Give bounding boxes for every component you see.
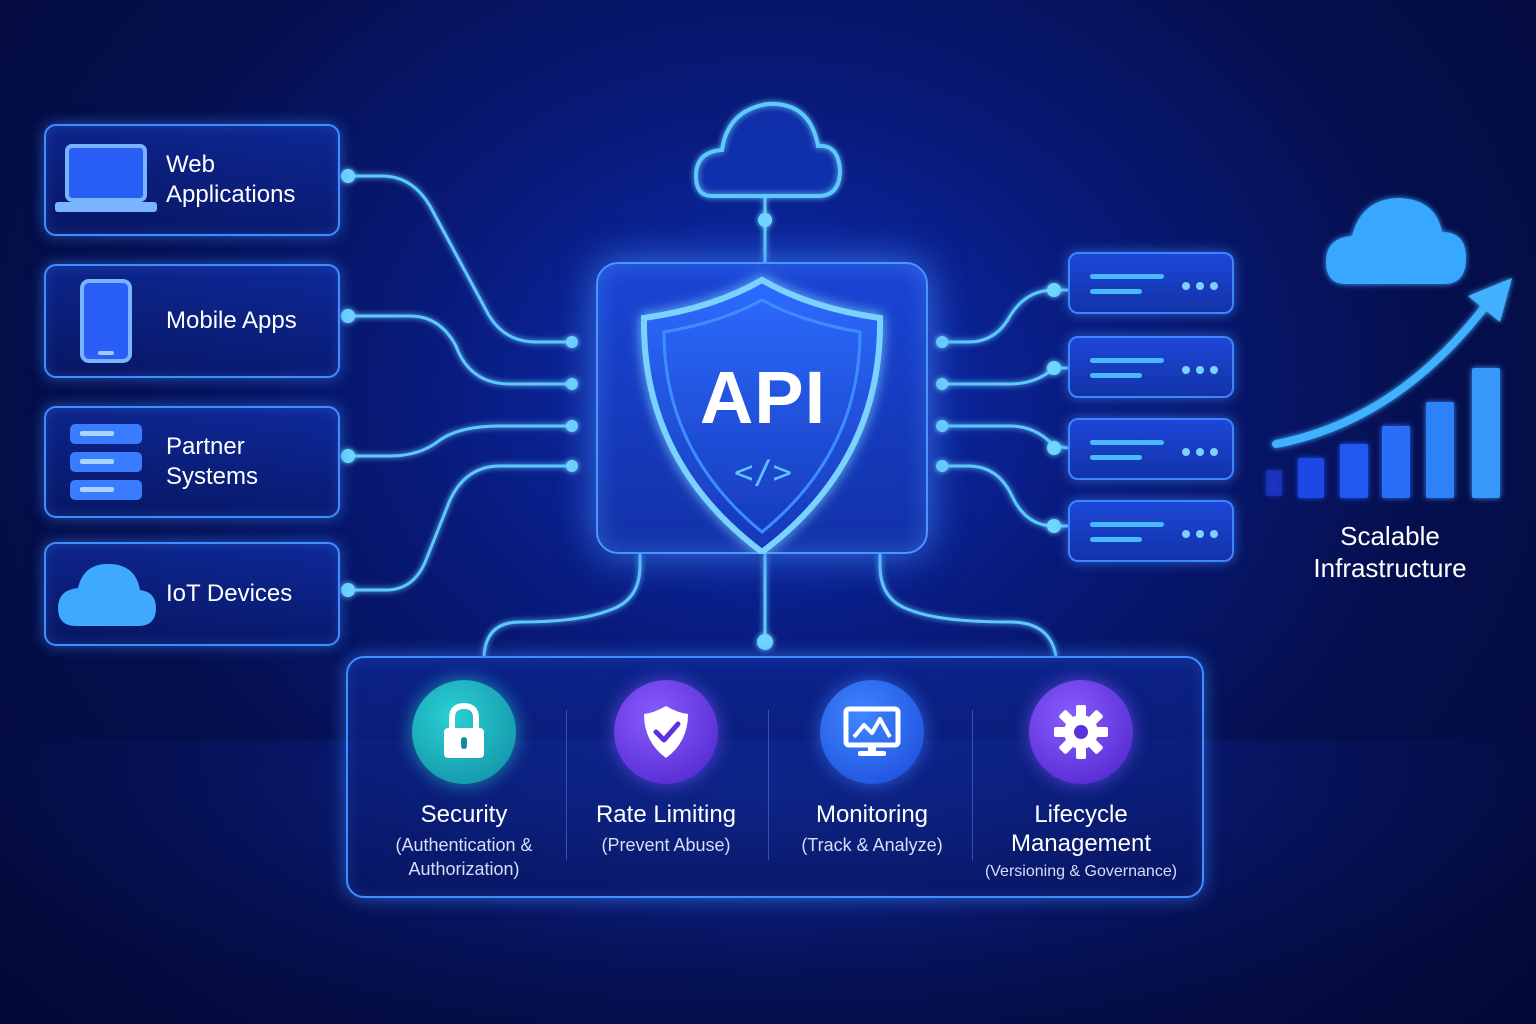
- wire-server-4: [942, 464, 1068, 528]
- source-label: IoT Devices: [166, 580, 293, 607]
- source-label: Mobile Apps: [166, 307, 297, 334]
- laptop-icon: [46, 126, 166, 234]
- source-label: Web Applications: [166, 151, 296, 208]
- feature-lifecycle-management: Lifecycle Management (Versioning & Gover…: [976, 658, 1186, 896]
- wire-server-1: [942, 288, 1068, 344]
- cloud-icon: [46, 544, 166, 644]
- lock-icon: [412, 680, 516, 784]
- feature-title: Monitoring: [815, 801, 929, 828]
- source-iot-devices: IoT Devices: [44, 542, 340, 646]
- gear-icon: [1029, 680, 1133, 784]
- monitor-chart-icon: [820, 680, 924, 784]
- source-mobile-apps: Mobile Apps: [44, 264, 340, 378]
- wire-bottom-right: [878, 554, 1058, 657]
- source-partner-systems: Partner Systems: [44, 406, 340, 518]
- api-gateway-card: [596, 262, 928, 554]
- server-1: [1068, 252, 1234, 314]
- scalability-label: Scalable Infrastructure: [1313, 521, 1467, 583]
- feature-divider: [768, 710, 769, 860]
- wire-mobile: [348, 314, 572, 386]
- api-label: API: [699, 356, 827, 439]
- feature-monitoring: Monitoring (Track & Analyze): [770, 658, 974, 896]
- feature-divider: [972, 710, 973, 860]
- feature-divider: [566, 710, 567, 860]
- server-4: [1068, 500, 1234, 562]
- scalability-chart: [1266, 198, 1512, 498]
- feature-rate-limiting: Rate Limiting (Prevent Abuse): [564, 658, 768, 896]
- server-2: [1068, 336, 1234, 398]
- trend-arrow-icon: [1272, 296, 1494, 448]
- shield-icon: [640, 276, 884, 554]
- server-stack-icon: [46, 408, 166, 516]
- feature-title: Lifecycle Management: [1010, 801, 1152, 857]
- wire-bottom-left: [482, 554, 642, 657]
- bar-chart-icon: [1266, 470, 1282, 496]
- code-icon: </>: [734, 453, 792, 491]
- feature-desc: (Track & Analyze): [801, 835, 943, 855]
- scalability-cloud-icon: [1326, 198, 1466, 284]
- server-3: [1068, 418, 1234, 480]
- feature-title: Security: [420, 801, 508, 828]
- wire-partner: [348, 424, 572, 458]
- feature-desc: (Prevent Abuse): [601, 835, 731, 855]
- smartphone-icon: [46, 266, 166, 376]
- source-label: Partner Systems: [166, 433, 259, 490]
- feature-title: Rate Limiting: [595, 801, 737, 828]
- feature-desc: (Authentication & Authorization): [395, 835, 533, 879]
- features-panel: Security (Authentication & Authorization…: [346, 656, 1204, 898]
- wire-web: [348, 174, 572, 344]
- shield-check-icon: [614, 680, 718, 784]
- source-web-applications: Web Applications: [44, 124, 340, 236]
- feature-desc: (Versioning & Governance): [984, 863, 1178, 880]
- wire-iot: [348, 464, 572, 592]
- feature-security: Security (Authentication & Authorization…: [362, 658, 566, 896]
- top-cloud-icon: [693, 101, 843, 198]
